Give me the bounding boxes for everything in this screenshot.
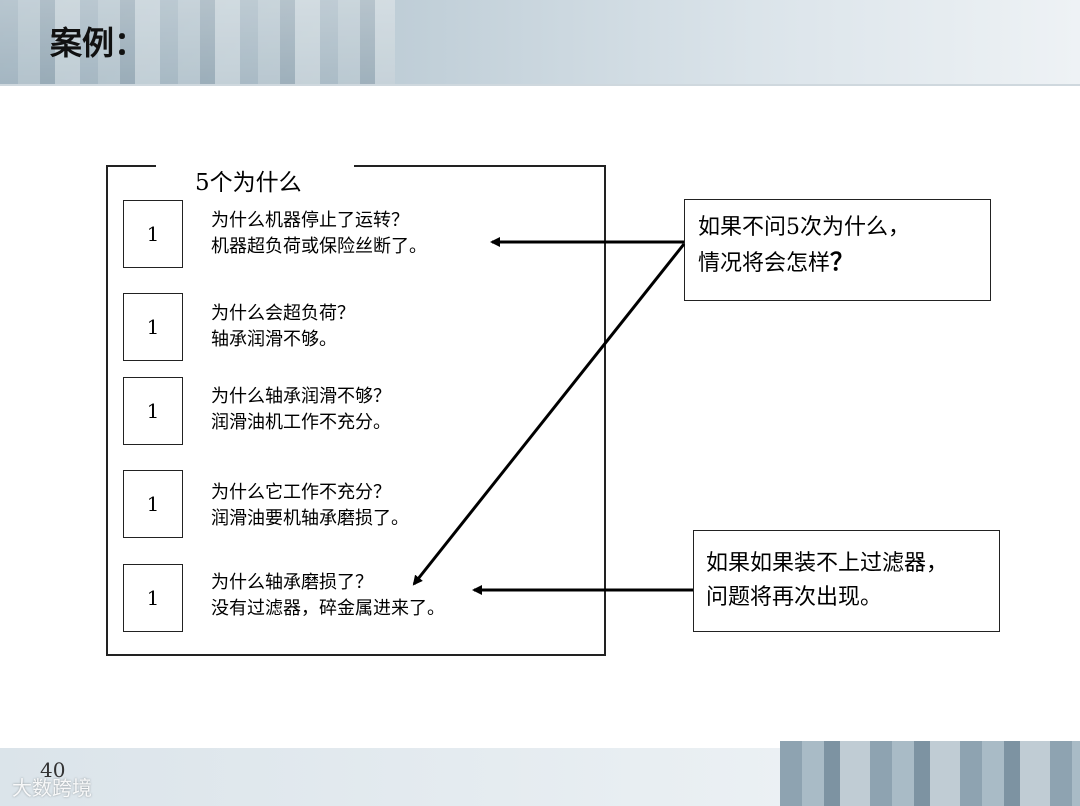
callout-line: 情况将会怎样？ bbox=[698, 248, 855, 276]
step-number-box: 1 bbox=[123, 293, 183, 361]
arrow-to-step5-diagonal bbox=[412, 243, 686, 586]
step-number-box: 1 bbox=[123, 377, 183, 445]
step-question: 为什么会超负荷？ bbox=[211, 303, 355, 324]
step-text: 为什么轴承磨损了？ 没有过滤器，碎金属进来了。 bbox=[211, 570, 445, 622]
frame-caption-gap bbox=[156, 158, 354, 174]
step-number-box: 1 bbox=[123, 564, 183, 632]
step-number: 1 bbox=[146, 399, 160, 423]
step-answer: 机器超负荷或保险丝断了。 bbox=[211, 236, 427, 257]
step-number: 1 bbox=[146, 586, 160, 610]
header-divider bbox=[0, 84, 1080, 86]
slide-title: 案例： bbox=[50, 24, 147, 62]
step-number-box: 1 bbox=[123, 470, 183, 538]
callout-line: 如果如果装不上过滤器， bbox=[706, 551, 949, 576]
step-text: 为什么它工作不充分？ 润滑油要机轴承磨损了。 bbox=[211, 480, 409, 532]
frame-title: 5个为什么 bbox=[195, 170, 302, 196]
step-number: 1 bbox=[146, 492, 160, 516]
page-number: 40 bbox=[40, 758, 66, 782]
step-answer: 润滑油机工作不充分。 bbox=[211, 412, 391, 433]
footer-photo bbox=[780, 741, 1080, 806]
step-question: 为什么轴承磨损了？ bbox=[211, 572, 373, 593]
step-question: 为什么它工作不充分？ bbox=[211, 482, 391, 503]
step-text: 为什么机器停止了运转？ 机器超负荷或保险丝断了。 bbox=[211, 208, 427, 260]
step-number: 1 bbox=[146, 222, 160, 246]
step-answer: 润滑油要机轴承磨损了。 bbox=[211, 508, 409, 529]
step-answer: 没有过滤器，碎金属进来了。 bbox=[211, 598, 445, 619]
step-text: 为什么轴承润滑不够？ 润滑油机工作不充分。 bbox=[211, 384, 391, 436]
callout-line: 问题将再次出现。 bbox=[706, 585, 883, 610]
watermark: 大数跨境 bbox=[12, 776, 92, 800]
step-question: 为什么轴承润滑不够？ bbox=[211, 386, 391, 407]
header-photo bbox=[0, 0, 395, 84]
step-text: 为什么会超负荷？ 轴承润滑不够。 bbox=[211, 301, 355, 353]
callout-line: 如果不问5次为什么， bbox=[698, 215, 910, 240]
step-answer: 轴承润滑不够。 bbox=[211, 329, 337, 350]
callout-what-if: 如果不问5次为什么， 情况将会怎样？ bbox=[684, 199, 991, 301]
question-mark: ？ bbox=[830, 248, 855, 276]
callout-recurrence: 如果如果装不上过滤器， 问题将再次出现。 bbox=[693, 530, 1000, 632]
step-number-box: 1 bbox=[123, 200, 183, 268]
step-question: 为什么机器停止了运转？ bbox=[211, 210, 409, 231]
step-number: 1 bbox=[146, 315, 160, 339]
five-whys-frame bbox=[106, 165, 606, 656]
